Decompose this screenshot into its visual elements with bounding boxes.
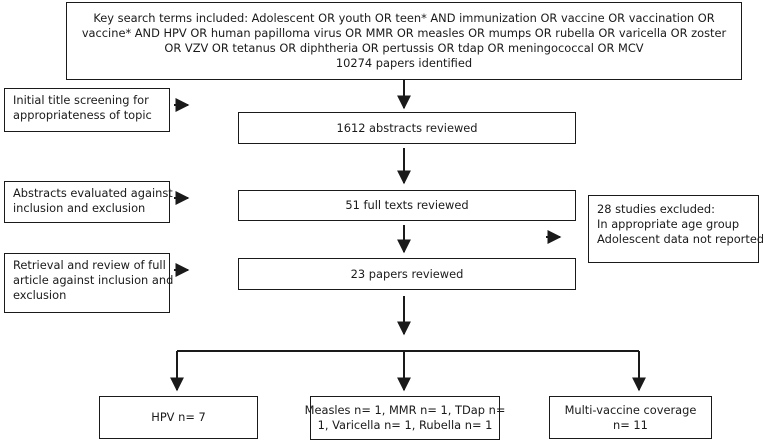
outcome-line: n= 11 (613, 417, 648, 432)
side-line: Retrieval and review of full (13, 258, 166, 272)
side-line: Abstracts evaluated against (13, 186, 173, 200)
abstracts-reviewed-box: 1612 abstracts reviewed (238, 112, 576, 144)
outcome-line: Measles n= 1, MMR n= 1, TDap n= (304, 403, 506, 417)
papers-reviewed-label: 23 papers reviewed (350, 266, 464, 281)
search-line: Key search terms included: Adolescent OR… (93, 11, 715, 25)
full-texts-reviewed-box: 51 full texts reviewed (238, 190, 576, 221)
search-line: OR VZV OR tetanus OR diphtheria OR pertu… (164, 41, 644, 55)
side-box-title-screening: Initial title screening for appropriaten… (4, 88, 170, 132)
outcome-line: HPV n= 7 (151, 410, 206, 424)
side-line: inclusion and exclusion (13, 201, 146, 215)
outcome-line: 1, Varicella n= 1, Rubella n= 1 (317, 418, 493, 432)
excluded-line: In appropriate age group (597, 217, 740, 231)
outcome-hpv-box: HPV n= 7 (99, 396, 258, 439)
excluded-studies-box: 28 studies excluded: In appropriate age … (588, 195, 763, 263)
full-texts-reviewed-label: 51 full texts reviewed (345, 198, 469, 212)
search-line: vaccine* AND HPV OR human papilloma viru… (81, 26, 727, 40)
side-line: appropriateness of topic (13, 108, 152, 122)
papers-reviewed-box: 23 papers reviewed (238, 258, 576, 290)
side-box-abstract-evaluation: Abstracts evaluated against inclusion an… (4, 181, 173, 223)
abstracts-reviewed-label: 1612 abstracts reviewed (336, 120, 478, 135)
excluded-line: 28 studies excluded: (597, 202, 715, 216)
outcome-line: Multi-vaccine coverage (564, 402, 697, 417)
side-line: article against inclusion and (13, 273, 174, 287)
search-terms-box: Key search terms included: Adolescent OR… (66, 2, 742, 80)
excluded-line: Adolescent data not reported (597, 232, 763, 246)
side-line: Initial title screening for (13, 93, 149, 107)
outcome-multi-vaccine-box: Multi-vaccine coverage n= 11 (549, 396, 712, 439)
side-box-full-article-review: Retrieval and review of full article aga… (4, 253, 174, 313)
papers-identified: 10274 papers identified (335, 56, 473, 70)
side-line: exclusion (13, 288, 67, 302)
outcome-single-vaccines-box: Measles n= 1, MMR n= 1, TDap n= 1, Varic… (305, 396, 505, 440)
